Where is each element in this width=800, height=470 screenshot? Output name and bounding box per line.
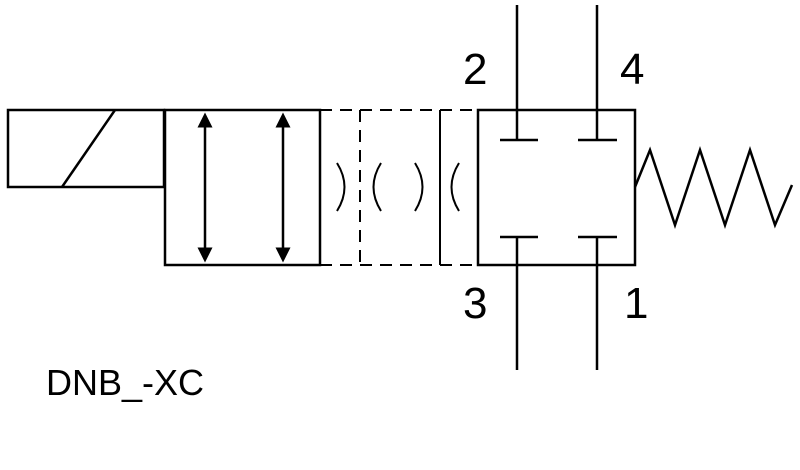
blocked-position-box: [476, 108, 637, 267]
port-label-4: 4: [620, 45, 645, 94]
solenoid-icon: [6, 108, 166, 189]
port-label-3: 3: [463, 279, 488, 328]
port-label-2: 2: [463, 45, 488, 94]
flow-position-box: [163, 108, 322, 267]
transition-region: [320, 109, 478, 266]
orifice-icon: [336, 162, 346, 212]
port-label-1: 1: [624, 279, 649, 328]
orifice-icon: [450, 162, 460, 212]
port-lines: [515, 5, 599, 370]
spring-icon: [633, 146, 794, 229]
orifice-icon: [372, 162, 382, 212]
model-code-label: DNB_-XC: [46, 362, 205, 403]
orifice-icon: [414, 162, 424, 212]
